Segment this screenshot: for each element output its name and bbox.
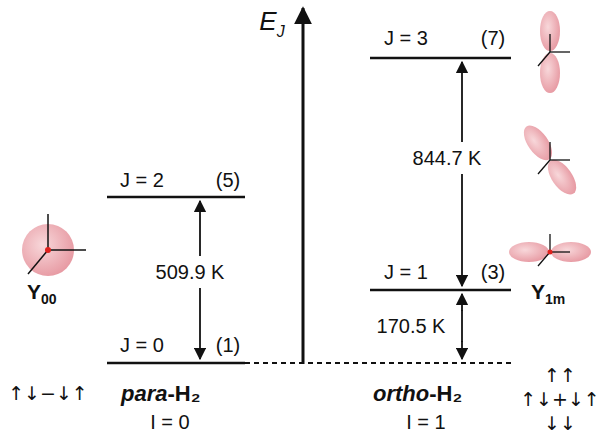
isomer-name: ortho xyxy=(373,381,429,406)
energy-gap-label: 170.5 K xyxy=(377,315,446,338)
axis-label: E xyxy=(259,7,276,37)
degeneracy-label: (5) xyxy=(216,169,240,192)
energy-axis xyxy=(302,8,305,364)
harmonic-subscript: 00 xyxy=(41,291,57,307)
degeneracy-label: (7) xyxy=(481,27,505,50)
transition-arrow xyxy=(199,288,201,359)
s-orbital-icon xyxy=(22,214,86,276)
p-orbital-icon xyxy=(518,121,581,200)
harmonic-label: Y xyxy=(531,280,545,304)
isomer-name: -H₂ xyxy=(429,381,462,406)
degeneracy-label: (1) xyxy=(216,334,240,357)
level-line xyxy=(370,57,511,60)
level-line xyxy=(107,196,245,199)
spin-state: ↑↓+↓↑ xyxy=(520,389,600,411)
baseline-dashed xyxy=(245,362,511,364)
level-label: J = 1 xyxy=(384,261,428,284)
gap-arrow xyxy=(461,310,463,342)
p-orbital-icon xyxy=(538,11,570,93)
gap-arrow xyxy=(461,341,463,359)
spin-state: ↑↓−↓↑ xyxy=(8,383,88,405)
transition-arrow xyxy=(199,201,201,256)
level-label: J = 3 xyxy=(384,27,428,50)
isomer-name: -H₂ xyxy=(167,381,200,406)
isomer-name: para xyxy=(121,381,167,406)
axis-subscript: J xyxy=(277,23,285,41)
gap-arrow xyxy=(461,294,463,311)
harmonic-subscript: 1m xyxy=(545,291,565,307)
level-line xyxy=(107,362,245,365)
degeneracy-label: (3) xyxy=(481,261,505,284)
energy-gap-label: 844.7 K xyxy=(413,147,482,170)
p-orbital-icon xyxy=(509,234,591,266)
nuclear-spin-label: I = 0 xyxy=(150,411,189,434)
nuclear-spin-label: I = 1 xyxy=(406,411,445,434)
transition-arrow xyxy=(461,174,463,286)
harmonic-label: Y xyxy=(27,280,41,304)
level-line xyxy=(370,289,511,292)
spin-state: ↓↓ xyxy=(544,413,576,435)
energy-gap-label: 509.9 K xyxy=(156,261,225,284)
level-label: J = 2 xyxy=(120,169,164,192)
transition-arrow xyxy=(461,62,463,142)
level-label: J = 0 xyxy=(120,334,164,357)
spin-state: ↑↑ xyxy=(544,365,576,387)
